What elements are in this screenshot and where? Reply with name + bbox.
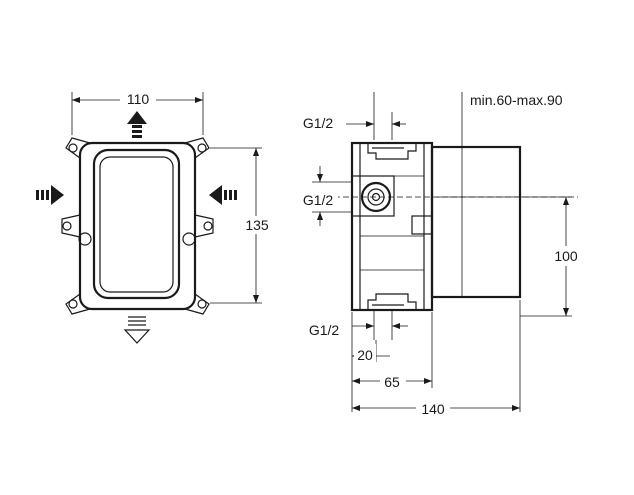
height-label: 135 [245, 217, 269, 233]
flow-arrow-down-outline-icon [123, 316, 151, 344]
inlet-bottom-label: G1/2 [309, 322, 340, 338]
dim-20-label: 20 [357, 347, 373, 363]
mounting-hole-right [182, 232, 196, 246]
dim-65-label: 65 [384, 374, 400, 390]
valve-body [350, 141, 434, 312]
flow-arrow-left-icon [209, 185, 237, 205]
inlet-top-label: G1/2 [303, 115, 334, 131]
height-100-label: 100 [554, 248, 578, 264]
flow-arrow-up-icon [127, 111, 147, 138]
arrowhead [195, 97, 203, 103]
dim-140-label: 140 [421, 401, 445, 417]
front-view: 110 135 [36, 90, 274, 344]
mounting-hole-left [78, 232, 92, 246]
arrowhead [253, 148, 259, 156]
depth-range-label: min.60-max.90 [470, 92, 563, 108]
flow-arrow-right-icon [36, 185, 64, 205]
inlet-side-label: G1/2 [303, 192, 334, 208]
side-view: G1/2 G1/2 min.60-max.90 100 G1/2 [296, 92, 584, 417]
arrowhead [72, 97, 80, 103]
cover-extension [430, 145, 522, 299]
mounting-frame [61, 137, 214, 315]
inner-window [92, 148, 181, 300]
side-inlet-port [351, 175, 395, 217]
arrowhead [253, 295, 259, 303]
width-label: 110 [127, 91, 150, 107]
